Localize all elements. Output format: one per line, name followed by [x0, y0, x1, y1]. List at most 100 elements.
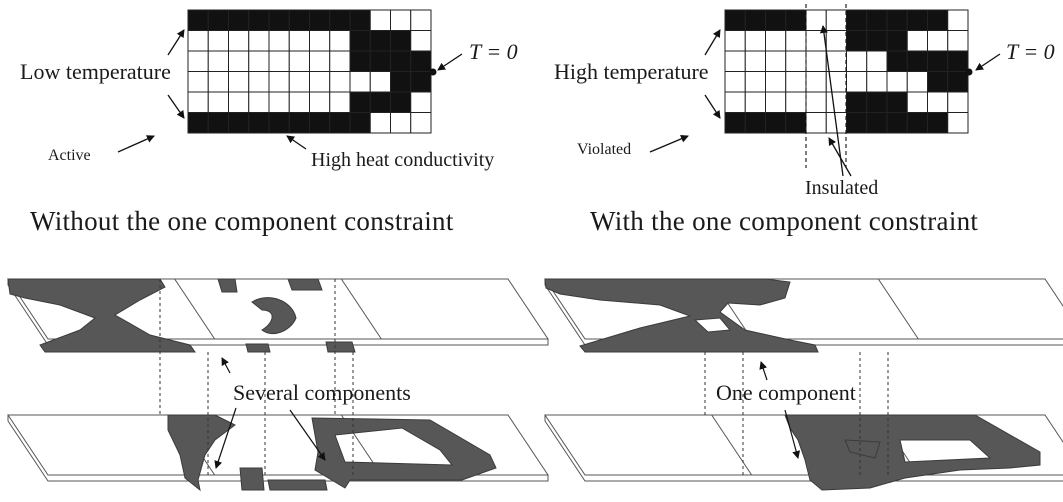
grid-cell: [846, 71, 868, 93]
grid-cell: [228, 9, 250, 31]
right-arrows: [649, 25, 1001, 177]
arrow-t0-right: [975, 53, 1001, 71]
grid-cell: [268, 9, 290, 31]
several-comp-ring: [311, 417, 497, 489]
grid-cell: [248, 30, 270, 52]
grid-cell: [744, 50, 766, 72]
grid-cell: [329, 50, 351, 72]
grid-cell: [906, 50, 928, 72]
grid-cell: [785, 30, 807, 52]
grid-cell: [288, 30, 310, 52]
arrow-low-temp-top: [167, 29, 185, 56]
high-temperature-label: High temperature: [554, 59, 709, 84]
left-design-grid: [187, 9, 432, 134]
grid-cell: [947, 71, 969, 93]
grid-cell: [349, 9, 371, 31]
grid-cell: [410, 91, 432, 113]
grid-cell: [288, 50, 310, 72]
several-comp-beam-2: [167, 414, 236, 492]
arrow-high-temp-bottom: [704, 94, 721, 119]
grid-cell: [724, 112, 746, 134]
grid-cell: [866, 50, 888, 72]
grid-cell: [207, 50, 229, 72]
grid-cell: [947, 9, 969, 31]
grid-cell: [309, 9, 331, 31]
arrow-insulated-a: [819, 25, 844, 177]
several-comp-beam-1: [7, 278, 196, 353]
grid-cell: [329, 30, 351, 52]
grid-cell: [825, 91, 847, 113]
several-comp-fragment-5: [325, 341, 356, 353]
grid-cell: [927, 50, 949, 72]
grid-cell: [886, 91, 908, 113]
grid-cell: [866, 9, 888, 31]
grid-cell: [410, 112, 432, 134]
grid-cell: [906, 71, 928, 93]
grid-cell: [248, 50, 270, 72]
grid-cell: [228, 91, 250, 113]
grid-cell: [309, 50, 331, 72]
one-comp-beam-bottom: [784, 414, 1041, 491]
grid-cell: [288, 9, 310, 31]
grid-cell: [927, 30, 949, 52]
grid-cell: [309, 91, 331, 113]
grid-cell: [805, 112, 827, 134]
grid-cell: [724, 91, 746, 113]
grid-cell: [906, 30, 928, 52]
grid-cell: [846, 112, 868, 134]
grid-cell: [906, 112, 928, 134]
grid-cell: [846, 91, 868, 113]
grid-cell: [187, 50, 209, 72]
grid-cell: [349, 91, 371, 113]
t0-node-right: [965, 68, 973, 76]
arrow-several-3: [289, 409, 326, 461]
grid-cell: [765, 50, 787, 72]
grid-cell: [866, 112, 888, 134]
several-comp-fragment-2: [287, 278, 323, 291]
arrow-several-2: [214, 407, 237, 469]
grid-cell: [268, 71, 290, 93]
grid-cell: [765, 71, 787, 93]
grid-cell: [410, 30, 432, 52]
grid-cell: [369, 91, 391, 113]
several-comp-fragment-4: [245, 343, 271, 353]
grid-cell: [349, 112, 371, 134]
grid-cell: [390, 71, 412, 93]
grid-cell: [207, 30, 229, 52]
grid-cell: [369, 112, 391, 134]
grid-cell: [410, 50, 432, 72]
grid-cell: [309, 112, 331, 134]
arrow-violated: [649, 135, 689, 153]
arrow-high-temp-top: [704, 29, 721, 56]
grid-cell: [268, 50, 290, 72]
grid-cell: [785, 50, 807, 72]
plate-left-top-divider: [174, 278, 216, 340]
grid-cell: [187, 9, 209, 31]
grid-cell: [785, 71, 807, 93]
grid-cell: [927, 91, 949, 113]
grid-cell: [886, 112, 908, 134]
grid-cell: [268, 30, 290, 52]
grid-cell: [390, 30, 412, 52]
grid-cell: [765, 9, 787, 31]
grid-cell: [744, 112, 766, 134]
grid-cell: [349, 50, 371, 72]
right-design-grid: [724, 9, 969, 134]
bottom-arrows: [214, 357, 801, 469]
grid-cell: [906, 9, 928, 31]
plate-right-bottom-edge: [544, 415, 1063, 482]
grid-cell: [947, 112, 969, 134]
grid-cell: [846, 30, 868, 52]
grid-cell: [228, 50, 250, 72]
grid-cell: [349, 71, 371, 93]
violated-label: Violated: [577, 141, 632, 158]
t0-node-left: [429, 68, 437, 76]
grid-cell: [187, 112, 209, 134]
grid-cell: [866, 91, 888, 113]
grid-cell: [744, 71, 766, 93]
grid-cell: [947, 50, 969, 72]
grid-cell: [390, 91, 412, 113]
grid-cell: [390, 50, 412, 72]
active-label: Active: [48, 147, 91, 164]
grid-cell: [187, 91, 209, 113]
